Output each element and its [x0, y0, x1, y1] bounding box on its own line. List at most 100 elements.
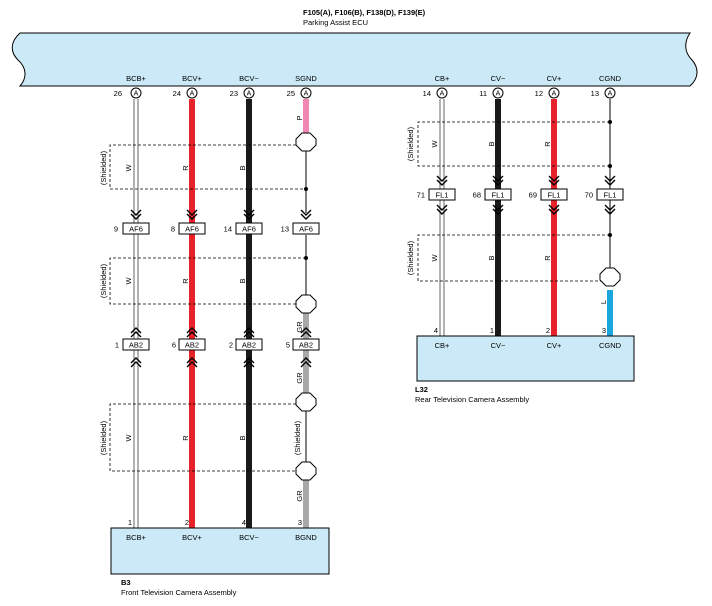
rear-camera-pin-label: CV− — [491, 341, 506, 350]
connector-af6: AF6 9 AF6 8 AF6 14 AF6 13 — [114, 222, 320, 235]
front-camera-pin-label: BCV− — [239, 533, 259, 542]
wire-color-label: R — [543, 255, 552, 261]
ecu-name: Parking Assist ECU — [303, 18, 368, 27]
ecu-pin-number: 12 — [535, 89, 543, 98]
wire-color-label: W — [124, 164, 133, 172]
af6-label: AF6 — [299, 225, 313, 234]
ecu-pin-label-bcb-plus: BCB+ — [126, 74, 146, 83]
ab2-box — [178, 338, 206, 351]
ecu-pin-circle — [130, 87, 142, 99]
rear-camera-pin-number: 4 — [434, 326, 438, 335]
rear-camera-pin-label: CGND — [599, 341, 622, 350]
front-camera-id: B3 — [121, 578, 131, 587]
connector-ab2: AB2 1 AB2 6 AB2 2 AB2 5 — [115, 338, 320, 351]
fl1-pin: 68 — [473, 191, 481, 200]
fl1-label: FL1 — [548, 191, 561, 200]
af6-label: AF6 — [242, 225, 256, 234]
fl1-label: FL1 — [492, 191, 505, 200]
wire-color-label: B — [487, 255, 496, 260]
af6-pin: 8 — [171, 225, 175, 234]
ecu-body — [11, 32, 698, 87]
ecu-pin-label-cv-plus: CV+ — [547, 74, 562, 83]
shield-box-4 — [417, 121, 610, 167]
fl1-pin: 70 — [585, 191, 593, 200]
connector-fl1: FL1 71 FL1 68 FL1 69 FL1 70 — [417, 188, 624, 201]
shield-label: (Shielded) — [406, 240, 415, 275]
ecu-pin-circle — [243, 87, 255, 99]
af6-label: AF6 — [185, 225, 199, 234]
ecu-pin-label-cv-minus: CV− — [491, 74, 506, 83]
front-camera-pin-number: 1 — [128, 518, 132, 527]
shield-label: (Shielded) — [293, 420, 302, 455]
shield-splice-octagon — [295, 132, 317, 152]
junction-dot — [608, 233, 612, 237]
wire-color-label: R — [543, 141, 552, 147]
wire-cb-plus-white — [439, 99, 445, 336]
shield-label: (Shielded) — [99, 150, 108, 185]
ab2-label: AB2 — [242, 341, 256, 350]
shield-label: (Shielded) — [99, 263, 108, 298]
junction-dot — [608, 120, 612, 124]
ecu-pin-circle — [604, 87, 616, 99]
fl1-box — [540, 188, 568, 201]
ab2-pin: 1 — [115, 341, 119, 350]
wire-color-label: GR — [295, 321, 304, 333]
wire-color-label: B — [238, 435, 247, 440]
wire-color-label: W — [124, 434, 133, 442]
shield-splice-octagon — [295, 392, 317, 412]
wire-color-label: W — [430, 140, 439, 148]
af6-box — [292, 222, 320, 235]
shield-box-3 — [109, 403, 306, 472]
ab2-pin: 2 — [229, 341, 233, 350]
front-camera-pin-label: BCV+ — [182, 533, 202, 542]
front-camera-pin-label: BGND — [295, 533, 317, 542]
ecu-pin-letter: A — [608, 91, 613, 98]
wire-color-label: L — [599, 300, 608, 304]
ecu-pin-number: 26 — [114, 89, 122, 98]
shield-splice-octagon — [295, 294, 317, 314]
af6-box — [235, 222, 263, 235]
af6-box — [178, 222, 206, 235]
wire-color-label: R — [181, 435, 190, 441]
ab2-pin: 6 — [172, 341, 176, 350]
ecu-pin-number: 14 — [423, 89, 431, 98]
ab2-box — [292, 338, 320, 351]
wire-color-label: R — [181, 278, 190, 284]
rear-camera-id: L32 — [415, 385, 428, 394]
ecu-pin-circle — [300, 87, 312, 99]
rear-camera-name: Rear Television Camera Assembly — [415, 395, 529, 404]
ecu-pin-number: 23 — [230, 89, 238, 98]
fl1-label: FL1 — [436, 191, 449, 200]
shield-label: (Shielded) — [406, 126, 415, 161]
rear-camera-box — [416, 335, 635, 382]
ecu-pin-circle — [492, 87, 504, 99]
ecu-pin-letter: A — [552, 91, 557, 98]
wire-color-label: B — [238, 278, 247, 283]
fl1-pin: 69 — [529, 191, 537, 200]
ecu-pin-label-sgnd: SGND — [295, 74, 317, 83]
wire-color-label: GR — [295, 490, 304, 502]
af6-pin: 14 — [224, 225, 232, 234]
front-camera-name: Front Television Camera Assembly — [121, 588, 237, 597]
front-camera-assembly: 1 2 4 3 BCB+ BCV+ BCV− BGND B3 Front Tel… — [110, 518, 330, 597]
fl1-label: FL1 — [604, 191, 617, 200]
shield-box-5 — [417, 234, 610, 282]
ecu-pin-number: 25 — [287, 89, 295, 98]
wire-color-label: W — [430, 254, 439, 262]
rear-camera-pin-number: 1 — [490, 326, 494, 335]
rear-camera-pin-label: CV+ — [547, 341, 562, 350]
fl1-pin: 71 — [417, 191, 425, 200]
junction-dot — [304, 187, 308, 191]
ecu-pin-letter: A — [247, 91, 252, 98]
rear-camera-assembly: 4 1 2 3 CB+ CV− CV+ CGND L32 Rear Televi… — [415, 326, 635, 404]
front-camera-pin-number: 2 — [185, 518, 189, 527]
ab2-label: AB2 — [129, 341, 143, 350]
ecu-pin-circle — [548, 87, 560, 99]
ecu-pin-letter: A — [190, 91, 195, 98]
ab2-label: AB2 — [185, 341, 199, 350]
ecu-pin-number: 11 — [479, 89, 487, 98]
wire-color-label: R — [181, 165, 190, 171]
ab2-label: AB2 — [299, 341, 313, 350]
ecu-pins: 26 A 24 A 23 A 25 A 14 A 11 A 12 A 13 A — [114, 87, 616, 99]
